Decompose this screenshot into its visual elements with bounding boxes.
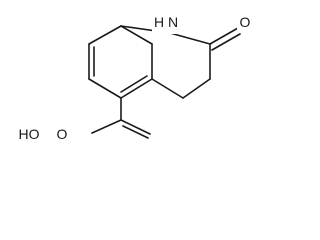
bond-c5-c6 — [120, 78, 153, 99]
bond-n1-c2 — [169, 32, 211, 45]
bond-c2-o — [209, 27, 239, 45]
carbonyl-oxygen-label: O — [240, 14, 251, 30]
acid-o-label-bg — [54, 126, 70, 144]
molecule-structure-diagram: H N O HO O — [16, 14, 253, 144]
bond-c4a-c8a — [120, 25, 153, 45]
bond-c3-c4 — [182, 78, 211, 99]
bond-cooh-o-inner — [122, 125, 149, 139]
carbonyl-o-label-bg — [237, 14, 253, 32]
bond-c8-c8a — [88, 25, 122, 45]
bonds — [88, 25, 241, 139]
acid-oxygen-label: O — [57, 126, 68, 142]
bond-c2-o-inner — [211, 33, 241, 51]
bond-cooh-o — [120, 119, 151, 135]
bond-cooh-ho — [91, 119, 122, 134]
atom-labels: H N O HO O — [16, 14, 253, 144]
nh-label-bg — [152, 14, 180, 34]
hydroxyl-label: HO — [19, 126, 40, 142]
nh-label: H N — [154, 14, 178, 30]
bond-c5-c6-inner — [120, 75, 148, 93]
hydroxyl-label-bg — [16, 126, 42, 144]
bond-c6-c7 — [88, 78, 122, 99]
bond-c4-c4a — [151, 78, 184, 99]
